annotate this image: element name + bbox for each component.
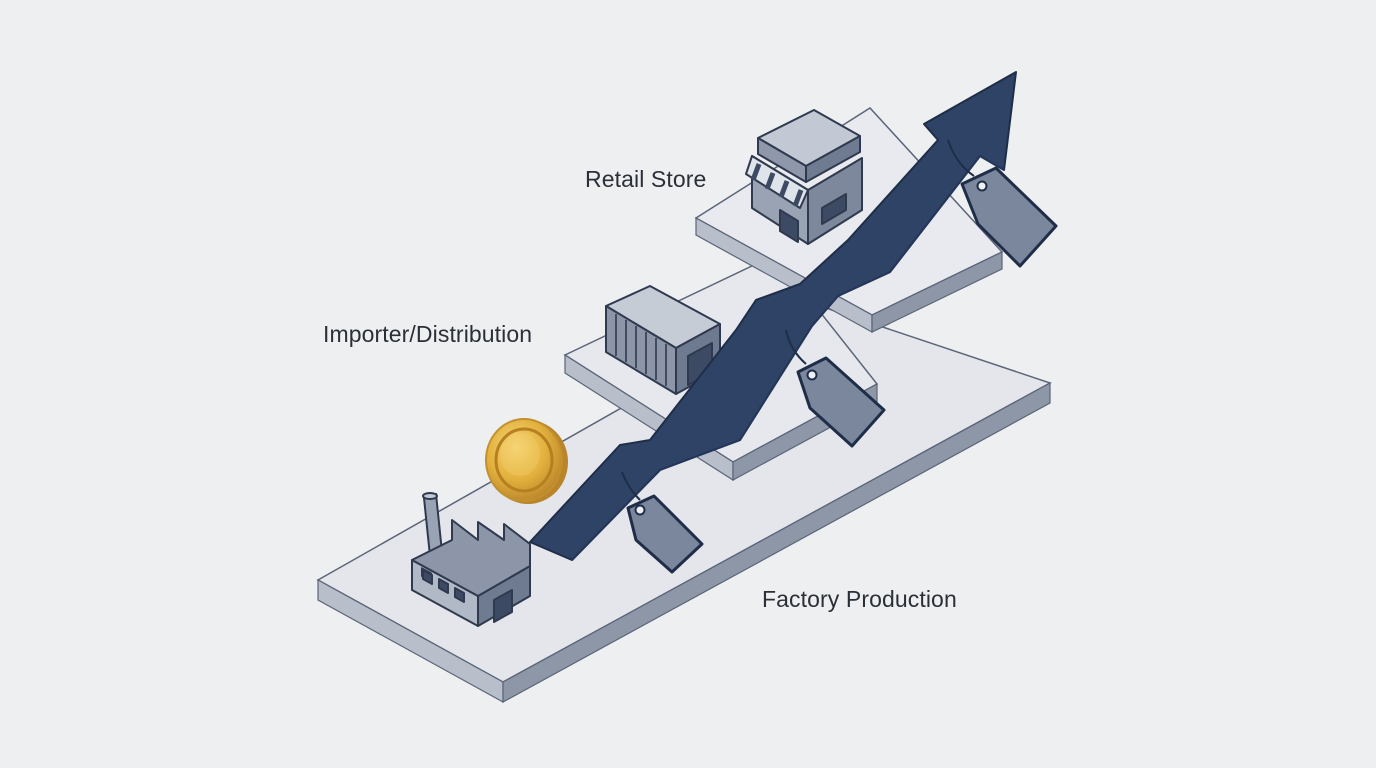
factory-icon xyxy=(411,492,531,627)
price-tag-icon xyxy=(947,139,1058,268)
rising-price-arrow-icon xyxy=(529,71,1017,561)
importer-distribution-label: Importer/Distribution xyxy=(323,321,533,347)
storefront-icon xyxy=(745,109,863,245)
price-tag-icon xyxy=(621,471,704,574)
price-tag-icon xyxy=(785,329,886,448)
gold-coin-icon xyxy=(485,418,568,504)
retail-store-label: Retail Store xyxy=(585,166,707,192)
shipping-container-icon xyxy=(605,285,721,395)
factory-production-label: Factory Production xyxy=(762,586,957,612)
